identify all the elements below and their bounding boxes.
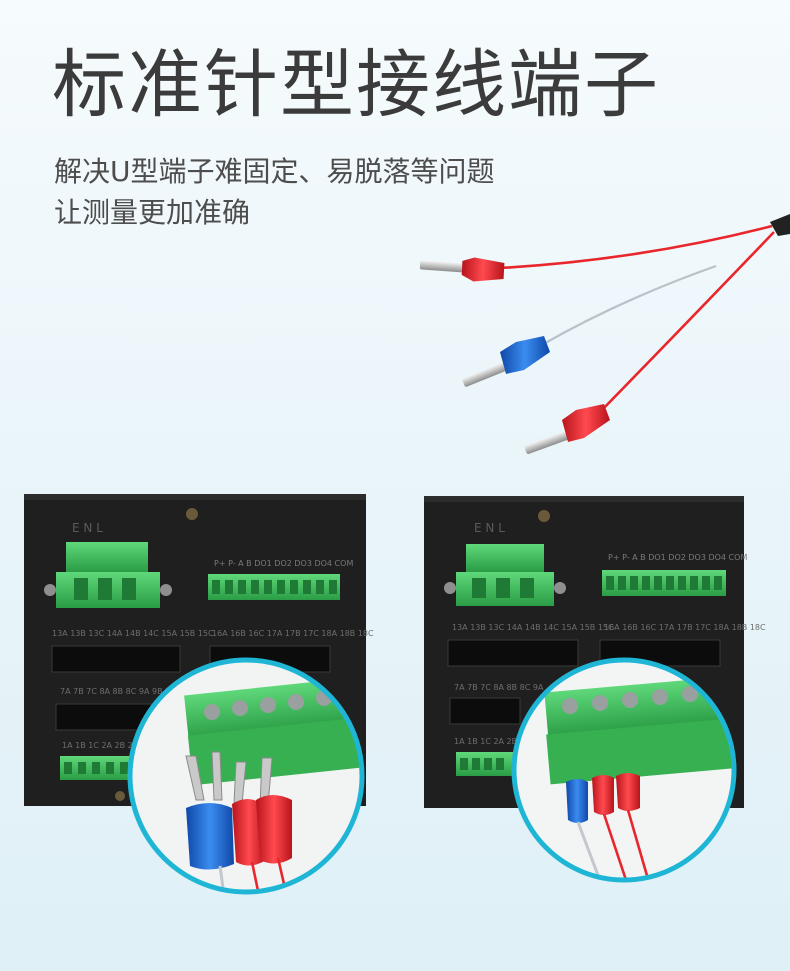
ferrule-blue [462,336,550,387]
bottom-terminal-strip [456,752,516,776]
ferrule-red-top [419,257,505,282]
screw-icon [186,508,198,520]
terminal-labels-row-c: 7A 7B 7C 8A 8B 8C 9A 9B 9C [60,687,176,696]
terminal-labels-row-b: 16A 16B 16C 17A 17B 17C 18A 18B 18C [604,623,766,632]
panel-letters: E N L [474,521,505,535]
terminal-labels-row-a: 13A 13B 13C 14A 14B 14C 15A 15B 15C [452,623,614,632]
left-zoom-circle [127,657,365,895]
terminal-labels-top: P+ P- A B DO1 DO2 DO3 DO4 COM [608,553,747,562]
signal-terminal-strip [208,574,340,600]
subtitle-line-1: 解决U型端子难固定、易脱落等问题 [54,155,495,188]
subtitle-line-2: 让测量更加准确 [54,196,251,229]
hero-wires [419,214,790,455]
terminal-labels-row-d: 1A 1B 1C 2A 2B 2C [62,741,139,750]
terminal-labels-row-d: 1A 1B 1C 2A 2B [454,737,517,746]
panel-letters: E N L [72,521,103,535]
headline: 标准针型接线端子 [52,42,660,128]
right-zoom-circle [511,657,737,883]
power-terminal-block [444,544,566,606]
power-terminal-block [44,542,172,608]
ferrule-red-bottom [524,404,610,455]
terminal-labels-row-b: 16A 16B 16C 17A 17B 17C 18A 18B 18C [212,629,374,638]
terminal-labels-top: P+ P- A B DO1 DO2 DO3 DO4 COM [214,559,353,568]
screw-icon [538,510,550,522]
bottom-terminal-strip [60,756,132,780]
signal-terminal-strip [602,570,726,596]
terminal-labels-row-c: 7A 7B 7C 8A 8B 8C 9A [454,683,544,692]
screw-icon [115,791,125,801]
terminal-labels-row-a: 13A 13B 13C 14A 14B 14C 15A 15B 15C [52,629,214,638]
